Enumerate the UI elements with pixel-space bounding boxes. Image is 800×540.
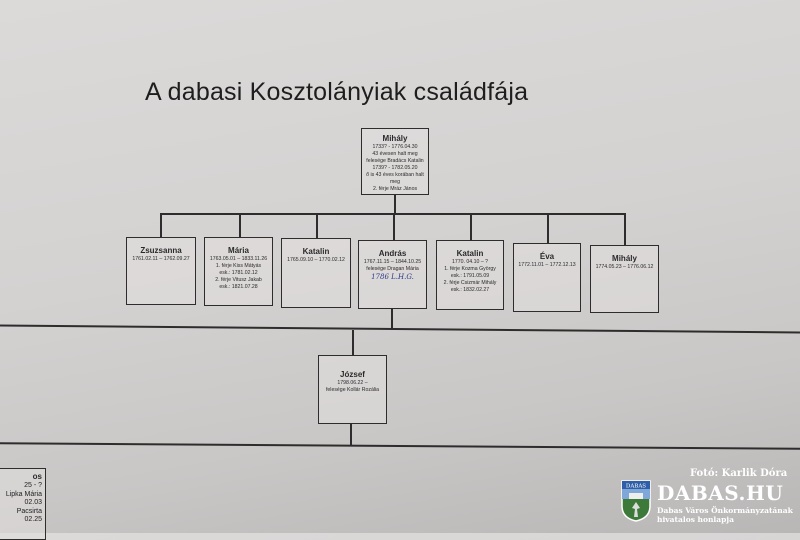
person-box-katalin-2: Katalin 1770. 04.10 – ? 1. férje Kozma G… [436, 240, 504, 310]
person-name: Katalin [302, 247, 330, 256]
connector [393, 213, 395, 240]
connector [624, 213, 626, 245]
person-detail: esk.: 1832.02.27 [450, 287, 490, 293]
person-name: Mária [228, 246, 249, 255]
connector [239, 213, 241, 237]
person-detail: 1798.06.22 – [337, 380, 368, 386]
person-detail: 25 - ? [24, 482, 42, 489]
connector [470, 213, 472, 240]
person-detail: esk.: 1821.07.28 [219, 284, 258, 290]
person-name: Mihály [612, 254, 637, 263]
person-detail: 2. férje Vitusz Jakab [215, 277, 262, 283]
person-name: Mihály [382, 134, 408, 143]
person-detail: 2. férje Csizmár Mihály [443, 280, 497, 286]
person-detail: esk.: 1781.02.12 [219, 270, 258, 276]
connector [394, 194, 396, 214]
site-subtitle-line: Dabas Város Önkormányzatának [657, 506, 793, 515]
person-box-mihaly-2: Mihály 1774.05.23 – 1776.06.12 [590, 245, 659, 313]
person-detail: 1767.11.15 – 1844.10.25 [363, 259, 422, 265]
person-detail: ő is 43 éves korában halt meg [366, 172, 424, 185]
person-detail: 1761.02.11 – 1762.09.27 [132, 256, 190, 262]
person-name: József [340, 370, 365, 379]
person-box-katalin-1: Katalin 1765.09.10 – 1770.02.12 [281, 238, 351, 308]
person-detail: 02.25 [24, 516, 42, 523]
person-name: Katalin [456, 249, 484, 258]
person-box-andras: András 1767.11.15 – 1844.10.25 felesége … [358, 240, 427, 309]
shield-text: DABAS [626, 484, 646, 490]
person-box-zsuzsanna: Zsuzsanna 1761.02.11 – 1762.09.27 [126, 237, 196, 305]
person-detail: 1. férje Kiss Mátyás [215, 263, 262, 269]
person-detail: felesége Dragan Mária [366, 266, 419, 272]
poster-title: A dabasi Kosztolányiak családfája [145, 78, 529, 106]
person-name: András [378, 249, 407, 258]
person-detail: 2. férje Mráz János [372, 186, 418, 192]
person-box-maria: Mária 1763.05.01 – 1833.11.26 1. férje K… [204, 237, 273, 306]
photo-credit: Fotó: Karlik Dóra [690, 468, 788, 479]
person-detail: 02.03 [24, 499, 42, 506]
connector [352, 330, 354, 355]
generation-line [0, 442, 800, 450]
person-name: os [32, 472, 42, 481]
person-box-eva: Éva 1772.11.01 – 1772.12.13 [513, 243, 581, 312]
connector [547, 213, 549, 243]
connector [160, 213, 625, 215]
site-logo-text: DABAS.HU [657, 481, 784, 505]
person-detail: Pacsirta [16, 507, 42, 515]
person-detail: 1. férje Kozma György [444, 266, 496, 272]
person-detail: 43 évesen halt meg [372, 151, 418, 157]
generation-line [0, 324, 800, 333]
person-name: Éva [539, 252, 555, 261]
connector [391, 308, 393, 330]
person-detail: 1770. 04.10 – ? [451, 259, 489, 265]
person-detail: 1772.11.01 – 1772.12.13 [518, 262, 576, 268]
person-detail: 1765.09.10 – 1770.02.12 [287, 257, 345, 263]
person-detail: esk.: 1791.05.09 [450, 273, 490, 279]
person-detail: 1739? - 1782.05.20 [372, 165, 418, 171]
handwritten-note: 1786 L.H.G. [371, 273, 414, 281]
person-detail: 1733? - 1776.04.30 [372, 144, 418, 150]
site-subtitle: Dabas Város Önkormányzatának hivatalos h… [657, 506, 793, 524]
person-detail: felesége Bradács Katalin [366, 158, 424, 164]
person-name: Zsuzsanna [140, 246, 182, 255]
dabas-shield-logo-icon: DABAS [621, 480, 651, 522]
connector [160, 213, 162, 237]
person-detail: Lipka Mária [5, 490, 42, 498]
site-subtitle-line: hivatalos honlapja [657, 515, 734, 524]
person-detail: 1763.05.01 – 1833.11.26 [209, 256, 268, 262]
person-detail: 1774.05.23 – 1776.06.12 [595, 264, 654, 270]
connector [316, 213, 318, 238]
person-box-root: Mihály 1733? - 1776.04.30 43 évesen halt… [361, 128, 429, 195]
person-box-jozsef: József 1798.06.22 – felesége Kollár Rozá… [318, 355, 387, 424]
person-box-partial: os 25 - ? Lipka Mária 02.03 Pacsirta 02.… [0, 468, 46, 540]
connector [350, 423, 352, 446]
person-detail: felesége Kollár Rozália [325, 387, 380, 393]
